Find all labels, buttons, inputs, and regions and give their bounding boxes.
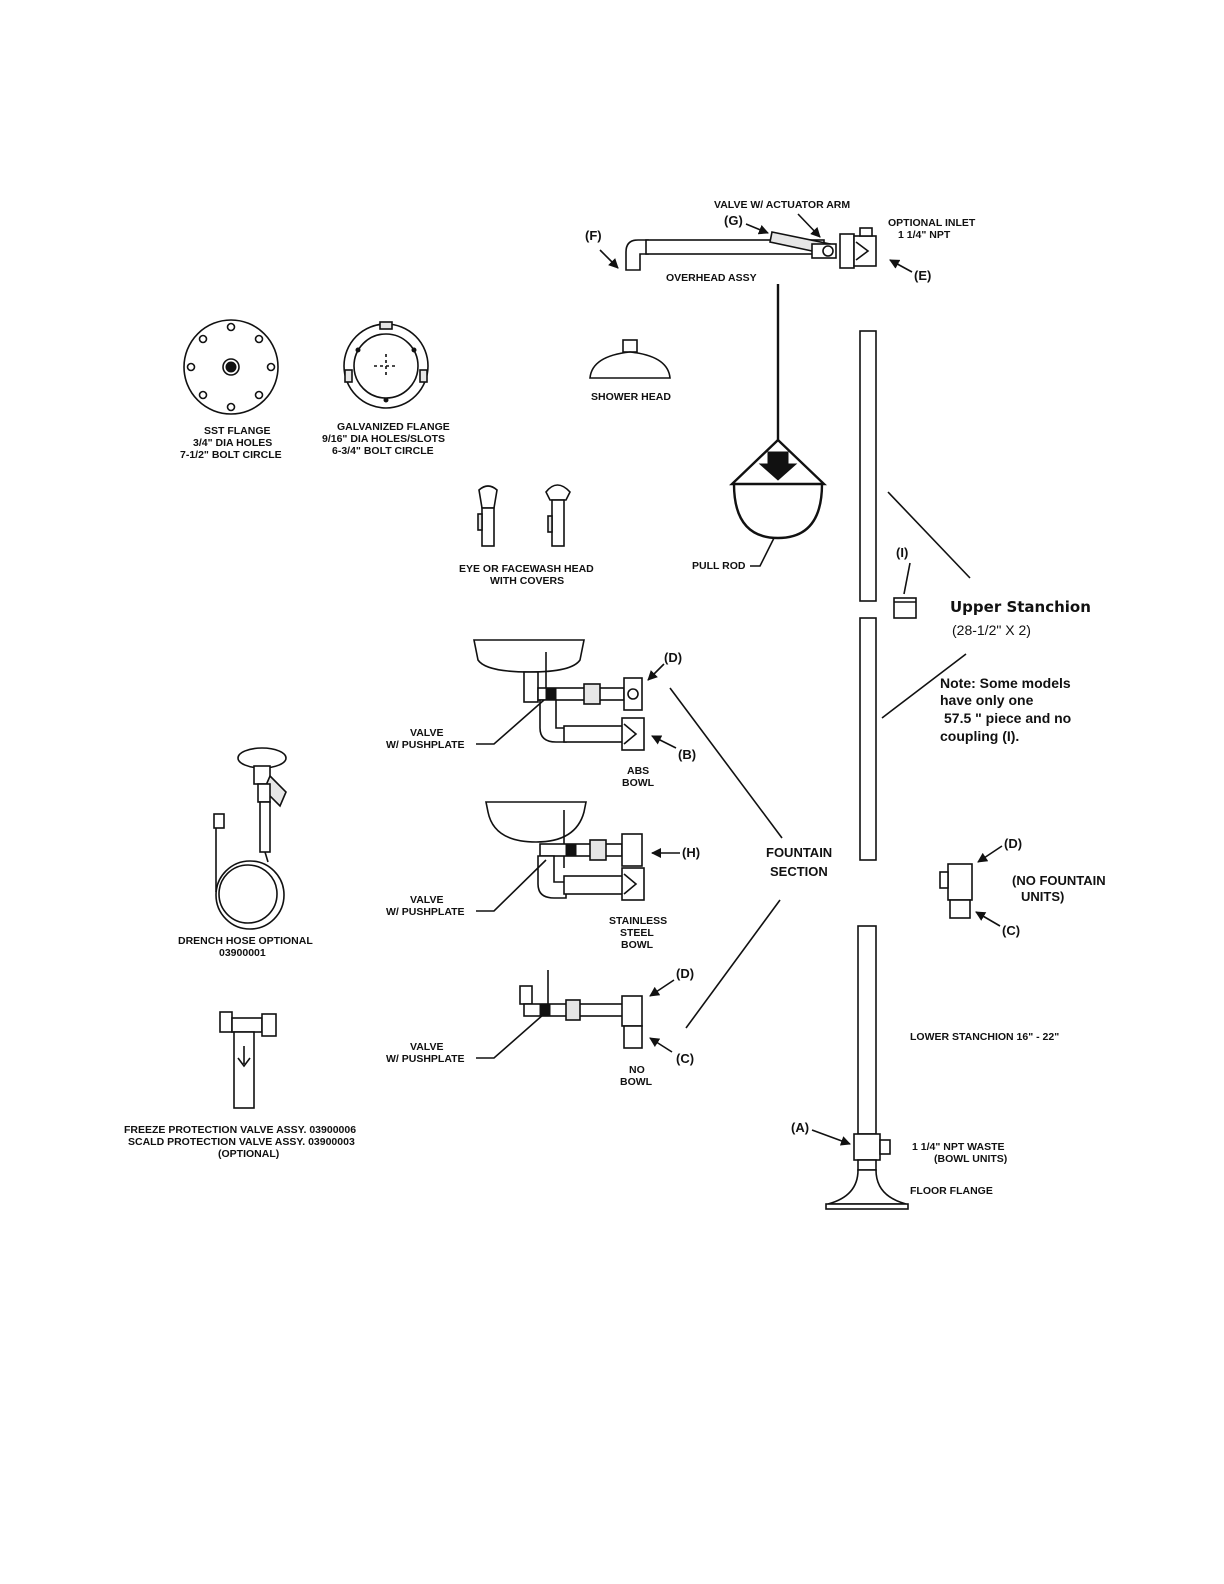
overhead-assembly <box>625 227 877 271</box>
pull-rod-leader <box>750 537 775 567</box>
overhead-assy-label: OVERHEAD ASSY <box>666 272 757 284</box>
optional-inlet-label-1: OPTIONAL INLET <box>888 217 976 229</box>
abs-bowl-label-2: BOWL <box>622 777 655 789</box>
drench-hose-label-1: DRENCH HOSE OPTIONAL <box>178 935 313 947</box>
ref-b-label: (B) <box>678 747 696 762</box>
freeze-protection-valve <box>219 1011 277 1109</box>
ref-c-nobowl-arrow <box>649 1037 673 1053</box>
ref-d-abs-arrow <box>647 663 665 681</box>
nobowl-valve-leader <box>476 1013 545 1059</box>
ref-h-label: (H) <box>682 845 700 860</box>
sst-flange-label-3: 7-1/2" BOLT CIRCLE <box>180 449 282 461</box>
freeze-label-2: SCALD PROTECTION VALVE ASSY. 03900003 <box>128 1136 355 1148</box>
upper-stanchion-leader-2 <box>881 653 967 719</box>
lower-stanchion <box>825 925 909 1210</box>
freeze-label-1: FREEZE PROTECTION VALVE ASSY. 03900006 <box>124 1124 356 1136</box>
ref-d-nf-label: (D) <box>1004 836 1022 851</box>
note-line-1: Note: Some models <box>940 675 1071 691</box>
ref-a-arrow <box>811 1129 851 1146</box>
ref-d-nf-arrow <box>977 845 1003 863</box>
ref-a-label: (A) <box>791 1120 809 1135</box>
coupling-i <box>893 597 917 619</box>
abs-valve-label-2: W/ PUSHPLATE <box>386 739 465 751</box>
ref-g-arrow <box>745 223 769 235</box>
galvanized-flange <box>343 321 429 409</box>
no-fountain-label-2: UNITS) <box>1021 889 1064 904</box>
freeze-label-3: (OPTIONAL) <box>218 1148 279 1160</box>
eye-face-label-2: WITH COVERS <box>490 575 564 587</box>
ref-d-abs-label: (D) <box>664 650 682 665</box>
ss-valve-leader <box>476 859 547 912</box>
waste-label-1: 1 1/4" NPT WASTE <box>912 1141 1005 1153</box>
nobowl-valve-label-2: W/ PUSHPLATE <box>386 1053 465 1065</box>
fountain-label-2: SECTION <box>770 864 828 879</box>
ref-d-nobowl-arrow <box>649 979 675 997</box>
pull-rod <box>729 284 827 540</box>
lower-stanchion-label: LOWER STANCHION 16" - 22" <box>910 1031 1059 1043</box>
no-bowl-assembly <box>519 970 643 1049</box>
drench-hose-label-2: 03900001 <box>219 947 266 959</box>
ref-g-label: (G) <box>724 213 743 228</box>
upper-stanchion-leader-1 <box>887 491 971 579</box>
ref-f-label: (F) <box>585 228 602 243</box>
shower-head-label: SHOWER HEAD <box>591 391 671 403</box>
no-fountain-fitting <box>939 863 973 919</box>
eyewash-heads <box>477 484 571 547</box>
galv-flange-label-1: GALVANIZED FLANGE <box>337 421 450 433</box>
optional-inlet-label-2: 1 1/4" NPT <box>898 229 951 241</box>
fountain-label-1: FOUNTAIN <box>766 845 832 860</box>
upper-stanchion-label: Upper Stanchion <box>950 598 1091 616</box>
ss-bowl-label-2: STEEL <box>620 927 654 939</box>
ss-valve-label-1: VALVE <box>410 894 443 906</box>
note-line-4: coupling (I). <box>940 728 1019 744</box>
upper-stanchion-dim-label: (28-1/2" X 2) <box>952 622 1031 638</box>
ref-i-label: (I) <box>896 545 908 560</box>
ref-e-arrow <box>889 259 913 273</box>
ref-c-nf-arrow <box>975 911 1001 927</box>
galv-flange-label-2: 9/16" DIA HOLES/SLOTS <box>322 433 445 445</box>
shower-head <box>589 339 671 379</box>
valve-actuator-arrow <box>797 213 821 238</box>
sst-flange-label-2: 3/4" DIA HOLES <box>193 437 272 449</box>
abs-bowl-assembly <box>473 639 645 751</box>
note-line-2: have only one <box>940 692 1034 708</box>
pull-rod-label: PULL ROD <box>692 560 746 572</box>
ss-valve-label-2: W/ PUSHPLATE <box>386 906 465 918</box>
galv-flange-label-3: 6-3/4" BOLT CIRCLE <box>332 445 434 457</box>
upper-stanchion <box>859 330 877 861</box>
drench-hose <box>213 747 287 930</box>
ref-b-arrow <box>651 735 677 749</box>
sst-flange-label-1: SST FLANGE <box>204 425 271 437</box>
ss-bowl-label-3: BOWL <box>621 939 654 951</box>
valve-actuator-label: VALVE W/ ACTUATOR ARM <box>714 199 850 211</box>
ref-f-arrow <box>599 249 619 269</box>
ref-c-nf-label: (C) <box>1002 923 1020 938</box>
ref-i-leader <box>903 562 911 595</box>
abs-bowl-label-1: ABS <box>627 765 649 777</box>
fountain-leader-top <box>669 687 783 839</box>
eye-face-label-1: EYE OR FACEWASH HEAD <box>459 563 594 575</box>
no-fountain-label-1: (NO FOUNTAIN <box>1012 873 1106 888</box>
no-bowl-label-2: BOWL <box>620 1076 653 1088</box>
no-bowl-label-1: NO <box>629 1064 645 1076</box>
note-line-3: 57.5 " piece and no <box>944 710 1071 726</box>
ref-e-label: (E) <box>914 268 931 283</box>
stainless-bowl-assembly <box>485 801 645 901</box>
floor-flange-label: FLOOR FLANGE <box>910 1185 993 1197</box>
sst-flange <box>183 319 279 415</box>
ref-d-nobowl-label: (D) <box>676 966 694 981</box>
abs-valve-label-1: VALVE <box>410 727 443 739</box>
waste-label-2: (BOWL UNITS) <box>934 1153 1007 1165</box>
abs-valve-leader <box>476 699 545 745</box>
nobowl-valve-label-1: VALVE <box>410 1041 443 1053</box>
ref-c-nobowl-label: (C) <box>676 1051 694 1066</box>
fountain-leader-bottom <box>685 899 781 1029</box>
ss-bowl-label-1: STAINLESS <box>609 915 667 927</box>
